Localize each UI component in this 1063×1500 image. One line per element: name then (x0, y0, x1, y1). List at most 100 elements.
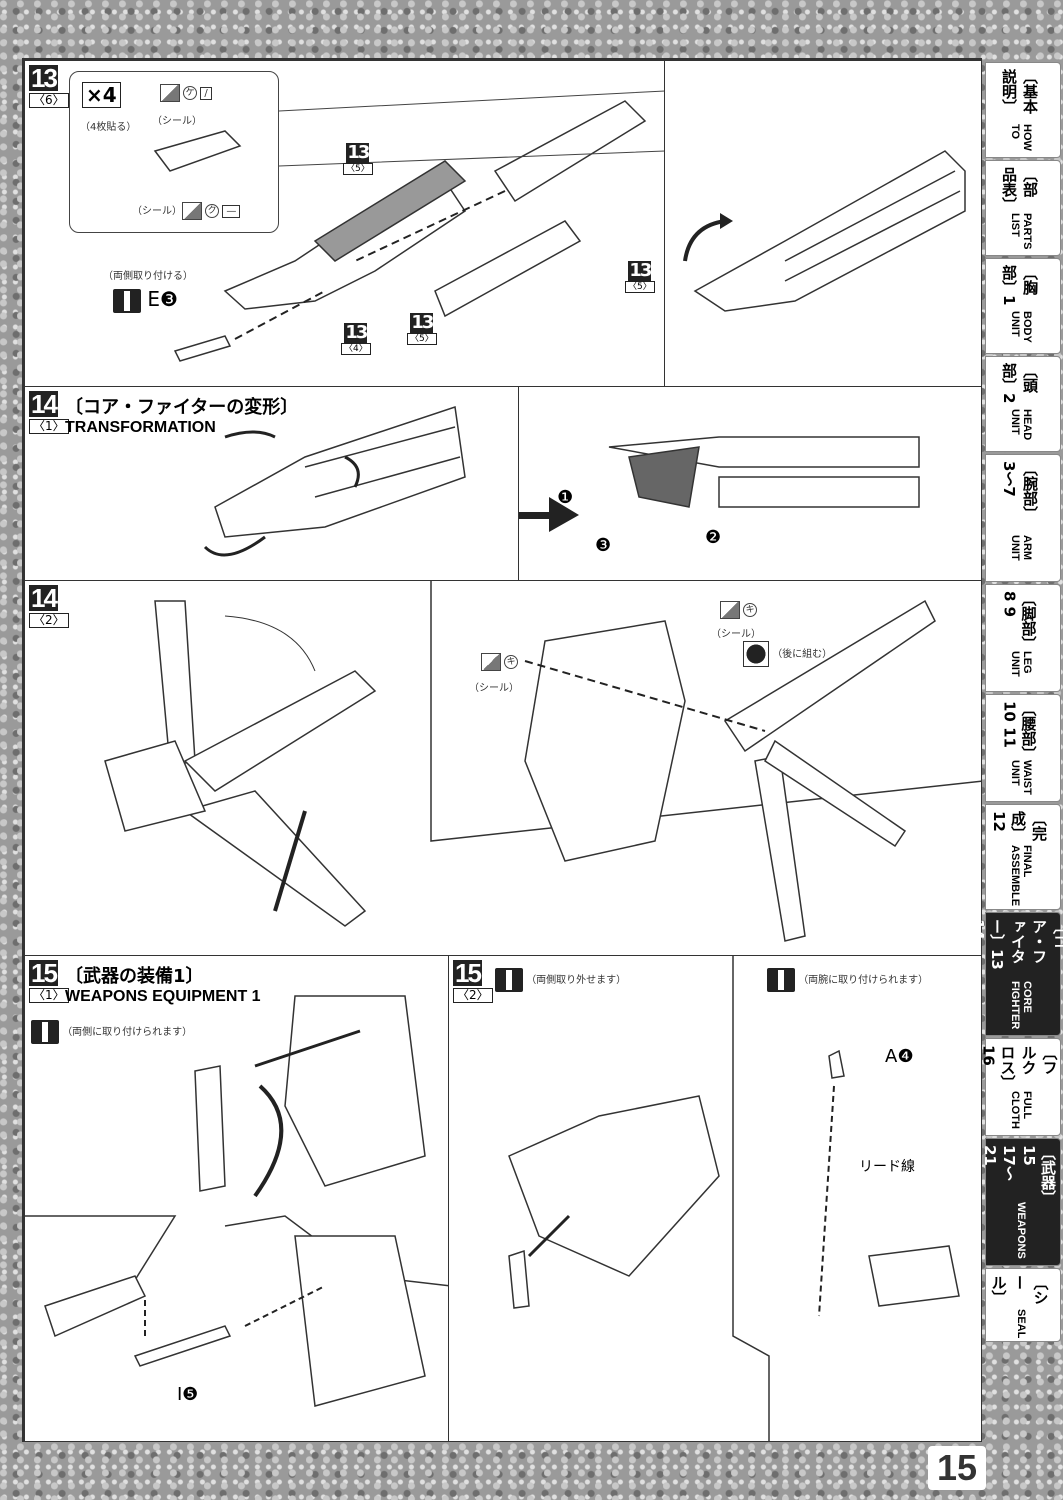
ref-sub: 〈5〉 (343, 163, 373, 175)
sidebar-tab-jp: 〔脚部〕8 9 (1000, 591, 1038, 644)
step-ref: 13〈4〉 (341, 323, 371, 355)
sidebar-tab-jp: 〔完成〕12 (990, 811, 1048, 841)
weapon-mount-illustration (25, 995, 449, 1407)
detail-inset: ×4 （4枚貼る） ケ / （シール） （シール） ク — (69, 71, 279, 233)
step-13-panel: 13 〈6〉 ×4 （4枚貼る） ケ / （シール） （シール） ク — （両側… (24, 60, 666, 388)
wire-label: リード線 (859, 1159, 915, 1175)
step-number: 14 (29, 583, 58, 613)
step-marker-1: ❶ (557, 487, 574, 508)
seal-icon (160, 84, 180, 102)
assemble-later-label: （後に組む） (772, 649, 833, 660)
sidebar-tab[interactable]: 〔脚部〕8 9 LEG UNIT (985, 584, 1061, 692)
step-15-1-panel: 15 〈1〉 〔武器の装備1〕 WEAPONS EQUIPMENT 1 （両側に… (24, 955, 450, 1442)
instruction-sheet: 13 〈6〉 ×4 （4枚貼る） ケ / （シール） （シール） ク — （両側… (22, 58, 982, 1442)
step-title-jp: 〔武器の装備1〕 (65, 966, 204, 987)
sidebar-tab-jp: 〔腕部〕3〜7 (1000, 461, 1039, 521)
removable-note: （両側取り外せます） (495, 968, 626, 992)
sidebar-tab-en: BODY UNIT (1009, 311, 1033, 343)
both-sides-icon (113, 288, 141, 313)
sidebar-tab-jp: 〔武器〕15 17〜21 (981, 1145, 1057, 1198)
step-14-1-panel: 14 〈1〉 〔コア・ファイターの変形〕 TRANSFORMATION (24, 386, 520, 582)
sidebar-tab[interactable]: 〔部品表〕PARTS LIST (985, 160, 1061, 256)
step-marker-2: ❷ (705, 527, 722, 548)
seal-callout-left: キ (481, 653, 519, 671)
substep-number: 〈2〉 (453, 988, 493, 1003)
sidebar-tab[interactable]: 〔シール〕 SEAL (985, 1268, 1061, 1342)
ref-sub: 〈4〉 (341, 343, 371, 355)
sidebar-tab-jp: 〔コア・ファイター〕13 14 (969, 919, 1063, 970)
sidebar-tab-en: LEG UNIT (1009, 651, 1033, 678)
seal-icon (481, 653, 501, 671)
step-number: 15 (29, 958, 58, 988)
both-sides-icon (767, 968, 795, 992)
seal-letter: ク (205, 204, 220, 218)
step-14-1-result-panel: ❶ ❷ ❸ (518, 386, 982, 582)
ref-sub: 〈5〉 (625, 281, 655, 293)
seal-label: （シール） (469, 683, 519, 694)
ref-num: 13 (346, 142, 370, 163)
both-sides-note: （両側取り付ける） (103, 271, 193, 282)
ref-num: 13 (410, 312, 434, 333)
sidebar-tab-jp: 〔部品表〕 (1000, 167, 1039, 212)
substep-number: 〈2〉 (29, 613, 69, 628)
ref-num: 13 (628, 260, 652, 281)
count-badge: ×4 (82, 82, 121, 108)
step-ref: 13〈5〉 (625, 261, 655, 293)
sidebar-tab-en: ARM UNIT (1009, 535, 1033, 562)
weapon-removal-illustration (508, 956, 960, 1441)
sidebar-tab-en: FINAL ASSEMBLE (1009, 845, 1033, 907)
sidebar-tab[interactable]: 〔基本説明〕HOW TO (985, 62, 1061, 158)
seal-bottom: （シール） ク — (132, 202, 241, 220)
step-marker-3: ❸ (595, 535, 612, 556)
sidebar-tab-jp: 〔腰部〕10 11 (1000, 701, 1038, 754)
both-sides-icon (495, 968, 523, 992)
sidebar-tab-en: HEAD UNIT (1009, 409, 1033, 441)
seal-label: （シール） (132, 206, 182, 217)
part-callout: E❸ (113, 287, 178, 313)
core-fighter-illustration (153, 90, 665, 362)
step-title-en: WEAPONS EQUIPMENT 1 (65, 988, 261, 1005)
sidebar-tab[interactable]: 〔コア・ファイター〕13 14 CORE FIGHTER (969, 912, 1063, 1036)
sidebar-tab-en: PARTS LIST (1009, 212, 1033, 249)
arm-mount-note-label: （両腕に取り付けられます） (798, 975, 929, 986)
sidebar-tab-jp: 〔胸部〕1 (1000, 265, 1039, 306)
step-ref: 13〈5〉 (407, 313, 437, 345)
seal-icon (720, 601, 740, 619)
step-ref: 13〈5〉 (343, 143, 373, 175)
core-fighter-result-illustration (683, 150, 966, 312)
step-title-en: TRANSFORMATION (65, 419, 216, 436)
ref-sub: 〈5〉 (407, 333, 437, 345)
sidebar-tab-jp: 〔シール〕 (989, 1275, 1050, 1305)
ref-num: 13 (344, 322, 368, 343)
assemble-later-icon (743, 641, 769, 667)
substep-number: 〈1〉 (29, 419, 69, 434)
step-number: 13 (29, 63, 58, 93)
seal-label: （シール） (711, 629, 761, 640)
sidebar-tab-en: WEAPONS (1015, 1202, 1027, 1259)
seal-label: （シール） (152, 116, 202, 127)
sidebar-tab-en: SEAL (1015, 1309, 1027, 1339)
removable-note-label: （両側取り外せます） (526, 975, 627, 986)
step-number: 14 (29, 389, 58, 419)
substep-number: 〈1〉 (29, 988, 69, 1003)
sidebar-tab-jp: 〔頭部〕2 (1000, 363, 1039, 404)
sidebar-tab-jp: 〔フルクロス〕16 (979, 1045, 1059, 1083)
part-label: E❸ (147, 287, 178, 311)
step-title-jp: 〔コア・ファイターの変形〕 (65, 397, 299, 418)
part-label: I❺ (177, 1384, 199, 1405)
seal-letter: ケ (183, 86, 198, 100)
page-number: 15 (928, 1446, 986, 1490)
seal-icon (182, 202, 202, 220)
sidebar-tab-en: FULL CLOTH (1009, 1091, 1033, 1130)
sidebar-tab-en: CORE FIGHTER (1009, 980, 1033, 1029)
step-14-2-panel: 14 〈2〉 キ （シール） キ （シール） （後に組む） (24, 580, 982, 957)
step-number: 15 (453, 958, 482, 988)
seal-callout-right: キ (720, 601, 758, 619)
